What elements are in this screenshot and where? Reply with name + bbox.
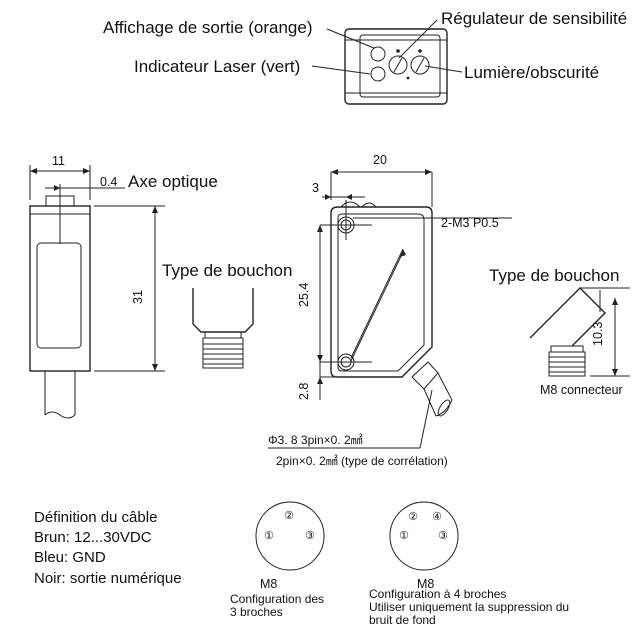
- connector-4pin-model: M8: [417, 577, 435, 591]
- connector-3pin-caption1: Configuration des: [230, 592, 325, 606]
- dim-plug-right-height: 10.3: [591, 321, 605, 346]
- side-view: [29, 165, 165, 419]
- label-optical-axis: Axe optique: [128, 172, 218, 191]
- cable-def-title: Définition du câble: [34, 509, 158, 526]
- dim-side-width: 11: [52, 154, 65, 168]
- connector-4pin-caption1: Configuration à 4 broches: [369, 587, 507, 601]
- dim-hole-offset: 3: [312, 181, 319, 195]
- plug-left: [192, 288, 254, 369]
- pin4-3: ③: [438, 529, 448, 542]
- dim-front-width: 20: [373, 153, 387, 167]
- front-view: [268, 169, 512, 449]
- cable-def-brown: Brun: 12...30VDC: [34, 529, 152, 546]
- light-dark-knob: [410, 55, 430, 75]
- label-laser-indicator: Indicateur Laser (vert): [134, 57, 301, 76]
- label-plug-left: Type de bouchon: [162, 261, 293, 280]
- output-led: [370, 46, 386, 62]
- laser-led: [370, 66, 386, 82]
- pin4-1: ①: [399, 529, 409, 542]
- connector-3pin: [255, 501, 325, 571]
- sensitivity-knob: [388, 55, 408, 75]
- dim-hole-spacing: 25.4: [297, 282, 311, 307]
- label-light-dark: Lumière/obscurité: [464, 63, 600, 82]
- label-cable-2pin: 2pin×0. 2㎟ (type de corrélation): [276, 454, 448, 468]
- dim-side-height: 31: [131, 290, 145, 304]
- pin3-3: ③: [305, 529, 315, 542]
- dim-bottom-offset: 2.8: [297, 382, 311, 400]
- pin3-2: ②: [284, 509, 294, 522]
- connector-4pin: [389, 501, 459, 571]
- connector-4pin-caption3: bruit de fond: [369, 613, 436, 627]
- cable-def-blue: Bleu: GND: [34, 549, 106, 566]
- connector-3pin-caption2: 3 broches: [230, 605, 283, 619]
- pin3-1: ①: [264, 529, 274, 542]
- connector-4pin-caption2: Utiliser uniquement la suppression du: [369, 600, 570, 614]
- plug-right: [529, 287, 630, 377]
- label-sensitivity-adjuster: Régulateur de sensibilité: [441, 9, 628, 28]
- front-cable: [411, 361, 453, 417]
- label-m8-connector: M8 connecteur: [540, 383, 623, 397]
- pin4-2: ②: [408, 510, 418, 523]
- pin4-4: ④: [432, 510, 442, 523]
- cable-def-black: Noir: sortie numérique: [34, 570, 182, 587]
- label-plug-right: Type de bouchon: [489, 266, 620, 285]
- dim-side-offset: 0.4: [100, 175, 118, 189]
- connector-3pin-model: M8: [260, 577, 278, 591]
- label-thread: 2-M3 P0.5: [441, 216, 499, 230]
- control-panel: [311, 19, 463, 105]
- label-cable-3pin: Φ3. 8 3pin×0. 2㎟: [268, 433, 363, 447]
- label-output-display: Affichage de sortie (orange): [103, 18, 313, 37]
